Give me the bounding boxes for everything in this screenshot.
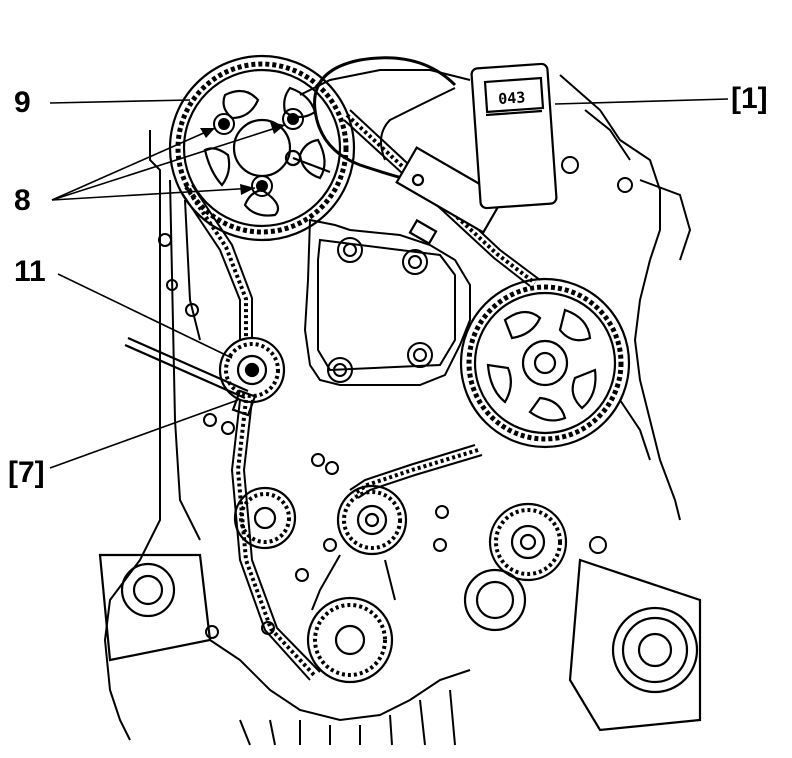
callout-label-9: 9: [14, 86, 31, 119]
camshaft-pulley: [168, 54, 356, 242]
pulley-bolts: [213, 108, 304, 197]
callout-label-1: [1]: [731, 82, 768, 115]
left-accessory: [98, 553, 212, 662]
crankshaft-pulley: [336, 484, 408, 556]
alternator: [463, 558, 702, 732]
injection-pump-pulley: [459, 277, 631, 449]
water-pump-pulley: [488, 502, 568, 582]
oil-pump-gear: [306, 596, 394, 684]
callout-label-7: [7]: [8, 456, 45, 489]
leader-lines: [49, 98, 729, 469]
lower-left-gear: [233, 486, 297, 550]
timing-cover-plate: [303, 218, 471, 386]
leader-arrowheads: [200, 122, 285, 195]
callout-label-8: 8: [14, 184, 31, 217]
detail-bolts: [158, 156, 633, 639]
gauge-lcd-reading: 043: [498, 88, 526, 108]
tension-gauge: [313, 56, 558, 246]
callout-label-11: 11: [14, 255, 46, 288]
